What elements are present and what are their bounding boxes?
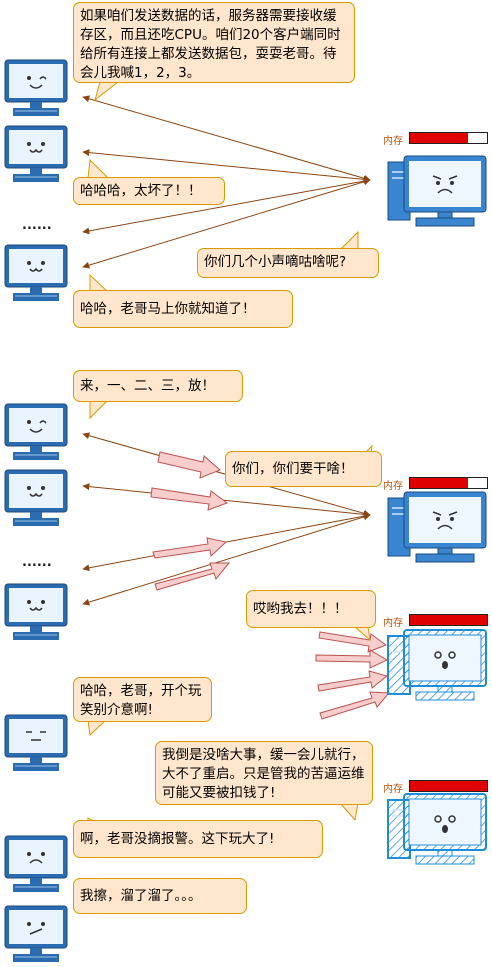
bubble-countdown-text: 来，一、二、三，放！ (80, 378, 215, 394)
face-happy (27, 600, 45, 611)
memory-label-4: 内存 (383, 784, 403, 795)
ellipsis-top: ...... (22, 218, 52, 233)
bubble-no-alarm-text: 啊，老哥没摘报警。这下玩大了! (80, 831, 275, 847)
tail-countdown (89, 399, 109, 420)
arrow-client1-server (82, 95, 371, 182)
packet-arrow-2 (150, 487, 229, 511)
client-pc-2 (4, 125, 68, 182)
bubble-no-alarm: 啊，老哥没摘报警。这下玩大了! (73, 820, 323, 858)
client-pc-4 (4, 403, 68, 460)
client-pc-5 (4, 469, 68, 526)
bubble-hahaha: 哈哈哈，太坏了！！ (73, 177, 225, 205)
client-pc-3 (4, 244, 68, 301)
packet-arrow-4 (154, 562, 231, 591)
ellipsis-middle: ...... (22, 555, 52, 570)
client-pc-1 (4, 59, 68, 116)
face-happy (27, 261, 45, 272)
packet-arrow-6 (315, 649, 389, 669)
bubble-server-explain: 如果咱们发送数据的话，服务器需要接收缓存区，而且还吃CPU。咱们20个客户端同时… (73, 2, 355, 83)
server-pc-2 (387, 491, 487, 563)
face-shock (434, 815, 456, 833)
bubble-oh-my-text: 哎哟我去！！！ (253, 601, 348, 617)
memory-label-1: 内存 (383, 136, 403, 147)
arrow-client2-server (82, 149, 371, 183)
bubble-countdown: 来，一、二、三，放！ (73, 370, 243, 402)
packet-arrows (150, 451, 391, 720)
memory-fill-3 (410, 615, 487, 625)
bubble-joke: 哈哈，老哥，开个玩笑别介意啊! (73, 677, 212, 722)
packet-arrow-8 (319, 691, 391, 720)
tail-know-soon (89, 273, 109, 293)
memory-fill-1 (410, 133, 468, 143)
memory-bar-2 (409, 477, 488, 489)
bubble-whisper: 你们几个小声嘀咕啥呢? (197, 248, 379, 278)
client-pc-7 (4, 714, 68, 771)
face-happy (27, 486, 45, 497)
memory-label-3: 内存 (383, 618, 403, 629)
client-computers (4, 59, 68, 962)
tail-whisper (339, 230, 359, 251)
bubble-oh-my: 哎哟我去！！！ (246, 590, 376, 628)
packet-arrow-1 (157, 451, 221, 479)
bubble-server-reply-text: 我倒是没啥大事，缓一会儿就行，大不了重启。只是管我的苦逼运维可能又要被扣钱了! (162, 747, 365, 801)
tail-hahaha (87, 158, 109, 179)
face-happy (27, 142, 45, 153)
face-wink (27, 76, 47, 89)
face-flat (26, 731, 46, 741)
face-shock (434, 651, 456, 669)
bubble-know-soon-text: 哈哈，老哥马上你就知道了！ (80, 301, 256, 317)
face-worried (432, 175, 458, 194)
connection-arrows-top (82, 95, 371, 269)
tail-server-reply (339, 802, 359, 822)
server-computers (387, 155, 487, 865)
memory-bar-3 (409, 614, 488, 626)
bubble-what-doing-text: 你们，你们要干啥！ (232, 461, 354, 477)
packet-arrow-7 (317, 670, 389, 692)
client-pc-8 (4, 835, 68, 892)
tail-oh-my (354, 626, 371, 642)
packet-arrow-5 (318, 631, 388, 653)
server-pc-4 (387, 793, 487, 865)
bubble-run-away: 我擦，溜了溜了。。。 (73, 878, 247, 914)
bubble-know-soon: 哈哈，老哥马上你就知道了！ (73, 290, 293, 328)
arrow-s2-client3 (82, 513, 371, 606)
face-smirk (27, 922, 45, 935)
memory-fill-2 (410, 478, 468, 488)
bubble-joke-text: 哈哈，老哥，开个玩笑别介意啊! (80, 683, 202, 718)
server-pc-3 (387, 629, 487, 701)
memory-bar-4 (409, 780, 488, 792)
face-sad (27, 852, 45, 864)
bubble-server-explain-text: 如果咱们发送数据的话，服务器需要接收缓存区，而且还吃CPU。咱们20个客户端同时… (80, 8, 341, 81)
bubble-server-reply: 我倒是没啥大事，缓一会儿就行，大不了重启。只是管我的苦逼运维可能又要被扣钱了! (155, 741, 373, 805)
face-worried (432, 511, 458, 530)
tail-server-explain (94, 81, 119, 102)
bubble-hahaha-text: 哈哈哈，太坏了！！ (80, 183, 202, 199)
memory-bar-1 (409, 132, 488, 144)
tail-joke (87, 719, 107, 737)
packet-arrow-3 (152, 537, 228, 559)
arrow-client3-server (82, 178, 371, 269)
client-pc-9 (4, 905, 68, 962)
server-pc-1 (387, 155, 487, 227)
arrow-s2-client2 (82, 483, 371, 518)
bubble-run-away-text: 我擦，溜了溜了。。。 (80, 888, 202, 904)
bubble-whisper-text: 你们几个小声嘀咕啥呢? (204, 254, 347, 270)
memory-fill-4 (410, 781, 487, 791)
bubble-what-doing: 你们，你们要干啥！ (225, 451, 382, 487)
memory-label-2: 内存 (383, 481, 403, 492)
client-pc-6 (4, 583, 68, 640)
face-wink (27, 420, 47, 433)
